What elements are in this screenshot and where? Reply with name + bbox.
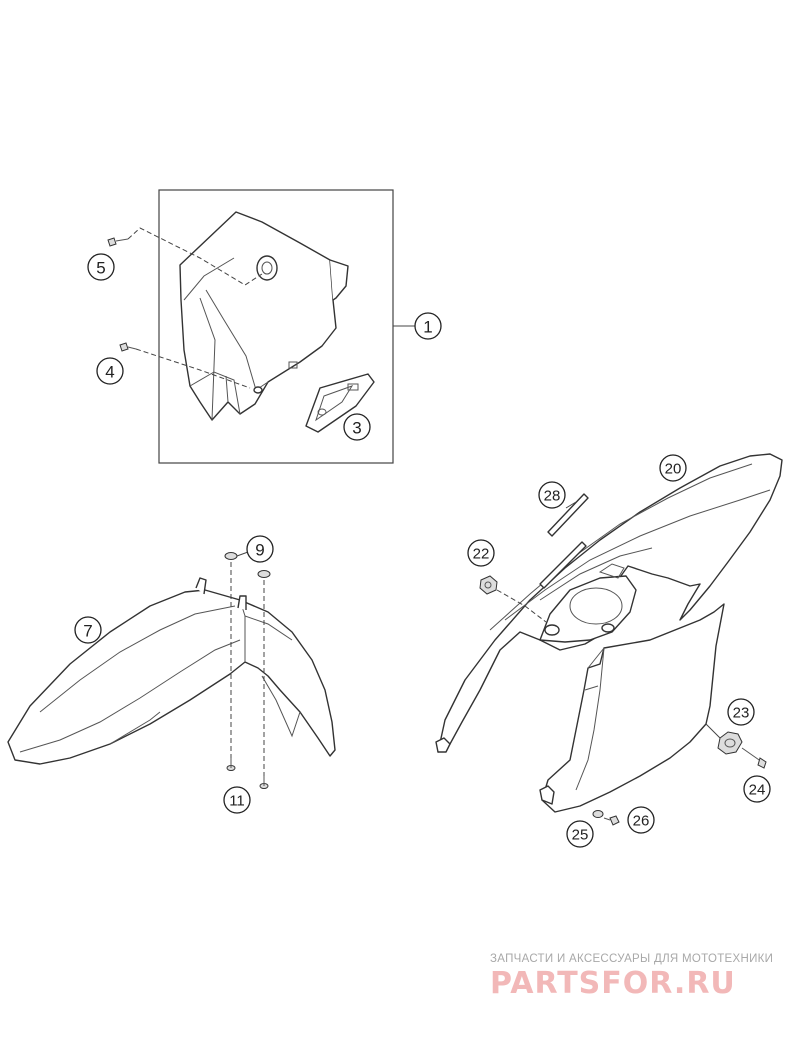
washer-9a [224, 552, 238, 560]
callout-28: 28 [538, 481, 566, 509]
callout-1: 1 [414, 312, 442, 340]
callout-20: 20 [659, 454, 687, 482]
washer-9b [257, 570, 271, 578]
grommet-23 [717, 731, 743, 755]
svg-text:7: 7 [83, 622, 92, 641]
decal-28 [539, 493, 589, 589]
callout-23: 23 [727, 698, 755, 726]
bolt-4 [119, 342, 137, 352]
callout-25: 25 [566, 820, 594, 848]
watermark-tagline: ЗАПЧАСТИ И АКСЕССУАРЫ ДЛЯ МОТОТЕХНИКИ [490, 953, 773, 965]
leader-28 [565, 501, 577, 509]
washer-25 [592, 810, 604, 818]
callout-9: 9 [246, 535, 274, 563]
callout-4: 4 [96, 357, 124, 385]
leader-4 [135, 348, 251, 389]
screw-11b [259, 776, 269, 789]
svg-text:3: 3 [352, 419, 361, 438]
side-panel [539, 603, 725, 813]
svg-text:23: 23 [733, 705, 750, 722]
callout-22: 22 [467, 539, 495, 567]
svg-text:22: 22 [473, 546, 490, 563]
callout-26: 26 [627, 806, 655, 834]
svg-text:26: 26 [633, 813, 650, 830]
svg-text:9: 9 [255, 541, 264, 560]
svg-text:25: 25 [572, 827, 589, 844]
svg-text:24: 24 [749, 782, 766, 799]
svg-text:1: 1 [423, 318, 432, 337]
front-fender [7, 577, 336, 765]
svg-text:28: 28 [544, 488, 561, 505]
rear-fender [435, 453, 783, 753]
svg-text:5: 5 [96, 259, 105, 278]
bolt-24 [741, 747, 767, 769]
callout-5: 5 [87, 253, 115, 281]
callout-7: 7 [74, 616, 102, 644]
bolt-5 [107, 237, 129, 247]
headlight-mask [179, 211, 349, 421]
decal-3 [305, 373, 375, 433]
svg-text:11: 11 [229, 793, 245, 810]
leader-9 [236, 551, 249, 557]
bolt-26 [603, 815, 620, 826]
leader-5 [127, 227, 263, 286]
leader-23 [705, 723, 721, 739]
callout-24: 24 [743, 775, 771, 803]
callout-3: 3 [343, 413, 371, 441]
svg-text:20: 20 [665, 461, 682, 478]
svg-text:4: 4 [105, 363, 114, 382]
leader-22 [496, 589, 547, 623]
screw-11a [226, 758, 236, 771]
callout-11: 11 [223, 786, 251, 814]
nut-22 [479, 575, 498, 595]
watermark-logo: PARTSFOR.RU [490, 966, 736, 1001]
